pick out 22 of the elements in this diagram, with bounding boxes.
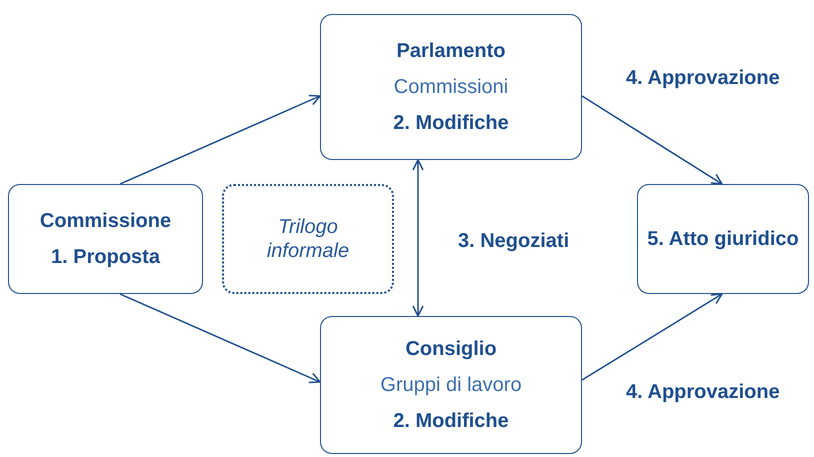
- box-title: Consiglio: [405, 337, 497, 361]
- box-title: 5. Atto giuridico: [647, 227, 799, 251]
- box-title: Parlamento: [396, 39, 506, 63]
- box-text: 2. Modifiche: [393, 111, 509, 135]
- box-title: Trilogo informale: [266, 215, 350, 263]
- rounded-box: [8, 184, 203, 294]
- rounded-box: [637, 184, 809, 294]
- double-arrow: [412, 159, 424, 317]
- rounded-box: [320, 14, 582, 160]
- box-title: Commissione: [40, 209, 172, 233]
- arrow: [120, 94, 321, 185]
- arrow: [582, 293, 723, 381]
- arrow: [582, 95, 723, 185]
- box-text: 1. Proposta: [51, 245, 160, 269]
- edge-label: 4. Approvazione: [624, 381, 782, 404]
- dotted-box: [222, 184, 394, 294]
- edge-label: 4. Approvazione: [624, 67, 782, 90]
- box-text: Commissioni: [394, 75, 508, 99]
- box-text: Gruppi di lavoro: [380, 373, 522, 397]
- box-text: 2. Modifiche: [393, 409, 509, 433]
- rounded-box: [320, 316, 582, 454]
- arrow: [120, 293, 321, 384]
